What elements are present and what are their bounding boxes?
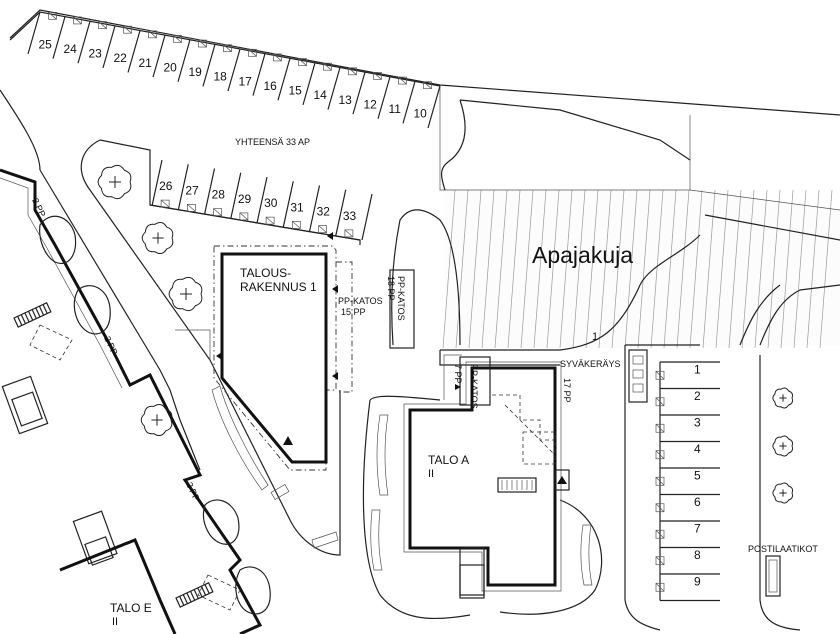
tree bbox=[141, 221, 174, 255]
parking-spot-number: 32 bbox=[317, 205, 331, 219]
parking-spot-number: 24 bbox=[64, 42, 78, 56]
parking-spot-number: 15 bbox=[289, 84, 303, 98]
trees bbox=[97, 164, 794, 504]
parking-row-right bbox=[655, 361, 720, 602]
parking-spot-number: 25 bbox=[39, 37, 53, 51]
talous-label-line1: TALOUS- bbox=[240, 266, 291, 280]
parking-spot-number: 5 bbox=[694, 468, 701, 482]
parking-row-middle bbox=[149, 159, 373, 241]
postilaatikot-label: POSTILAATIKOT bbox=[748, 544, 818, 554]
parking-spot-number: 7 bbox=[694, 521, 701, 535]
parking-spot-number: 29 bbox=[238, 192, 252, 206]
road-outlines bbox=[0, 9, 840, 631]
parking-total: YHTEENSÄ 33 AP bbox=[235, 137, 310, 147]
parking-spot-number: 20 bbox=[164, 60, 178, 74]
parking-spot-number: 16 bbox=[264, 79, 278, 93]
talo-e-floors: II bbox=[112, 616, 118, 628]
talo-a-label: TALO A bbox=[428, 453, 469, 467]
parking-spot-number: 22 bbox=[114, 51, 128, 65]
hedges bbox=[39, 215, 593, 615]
street-name: Apajakuja bbox=[532, 242, 633, 268]
parking-spot-number: 8 bbox=[694, 548, 701, 562]
parking-spot-number: 33 bbox=[343, 209, 357, 223]
carport-18-label-2: 18 PP bbox=[386, 276, 396, 301]
building-talousrakennus bbox=[213, 232, 353, 471]
parking-spot-number: 6 bbox=[694, 495, 701, 509]
parking-spot-number: 10 bbox=[414, 107, 428, 121]
street-hatch bbox=[442, 189, 840, 349]
syvakerays-label: SYVÄKERÄYS bbox=[560, 359, 621, 369]
carport-18-label-1: PP-KATOS bbox=[396, 276, 406, 321]
parking-row-top bbox=[9, 11, 441, 129]
parking-spot-number: 1 bbox=[694, 362, 701, 376]
parking-17-label: 17 PP bbox=[562, 378, 572, 403]
parking-2-label-c: 2 PP bbox=[184, 481, 201, 503]
parking-spot-number: 30 bbox=[264, 196, 278, 210]
parking-spot-number: 14 bbox=[314, 88, 328, 102]
parking-spot-number: 19 bbox=[189, 65, 203, 79]
carport-15-label-1: PP-KATOS bbox=[338, 296, 383, 306]
parking-spot-number: 27 bbox=[185, 183, 199, 197]
carport-7-label-1: PP-KATOS bbox=[469, 364, 479, 409]
parking-spot-number: 12 bbox=[364, 97, 378, 111]
tree bbox=[772, 387, 794, 409]
talo-a-floors: II bbox=[428, 468, 434, 480]
talo-e-label: TALO E bbox=[110, 601, 152, 615]
parking-2-label-b: 2 PP bbox=[102, 335, 119, 357]
parking-spot-number: 26 bbox=[159, 179, 173, 193]
parking-2-label-a: 2 PP bbox=[30, 197, 47, 219]
tree bbox=[772, 482, 794, 504]
parking-spot-number: 3 bbox=[694, 415, 701, 429]
parking-spot-number: 2 bbox=[694, 389, 701, 403]
parking-spot-number: 9 bbox=[694, 574, 701, 588]
site-details bbox=[270, 349, 781, 597]
building-talo-a bbox=[403, 356, 570, 599]
stairs bbox=[175, 581, 214, 608]
parking-spot-number: 17 bbox=[239, 74, 253, 88]
parking-spot-number: 21 bbox=[139, 56, 153, 70]
carport-18-outline bbox=[389, 269, 415, 349]
building-west bbox=[0, 168, 263, 634]
carport-7-label-2: 7 PP bbox=[453, 364, 463, 384]
stairs bbox=[13, 301, 52, 328]
tree bbox=[140, 403, 173, 437]
tree bbox=[772, 435, 794, 457]
parking-spot-number: 23 bbox=[89, 47, 103, 61]
parking-spot-number: 11 bbox=[389, 102, 402, 116]
parking-spot-number: 13 bbox=[339, 93, 353, 107]
street-number: 1 bbox=[592, 331, 598, 343]
tree bbox=[97, 164, 132, 200]
tree bbox=[168, 276, 203, 312]
parking-spot-number: 4 bbox=[694, 442, 701, 456]
parking-spot-number: 31 bbox=[290, 200, 304, 214]
parking-spot-number: 28 bbox=[212, 188, 226, 202]
carport-15-label-2: 15 PP bbox=[341, 307, 366, 317]
parking-spot-number: 18 bbox=[214, 70, 228, 84]
talous-label-line2: RAKENNUS 1 bbox=[240, 280, 317, 294]
